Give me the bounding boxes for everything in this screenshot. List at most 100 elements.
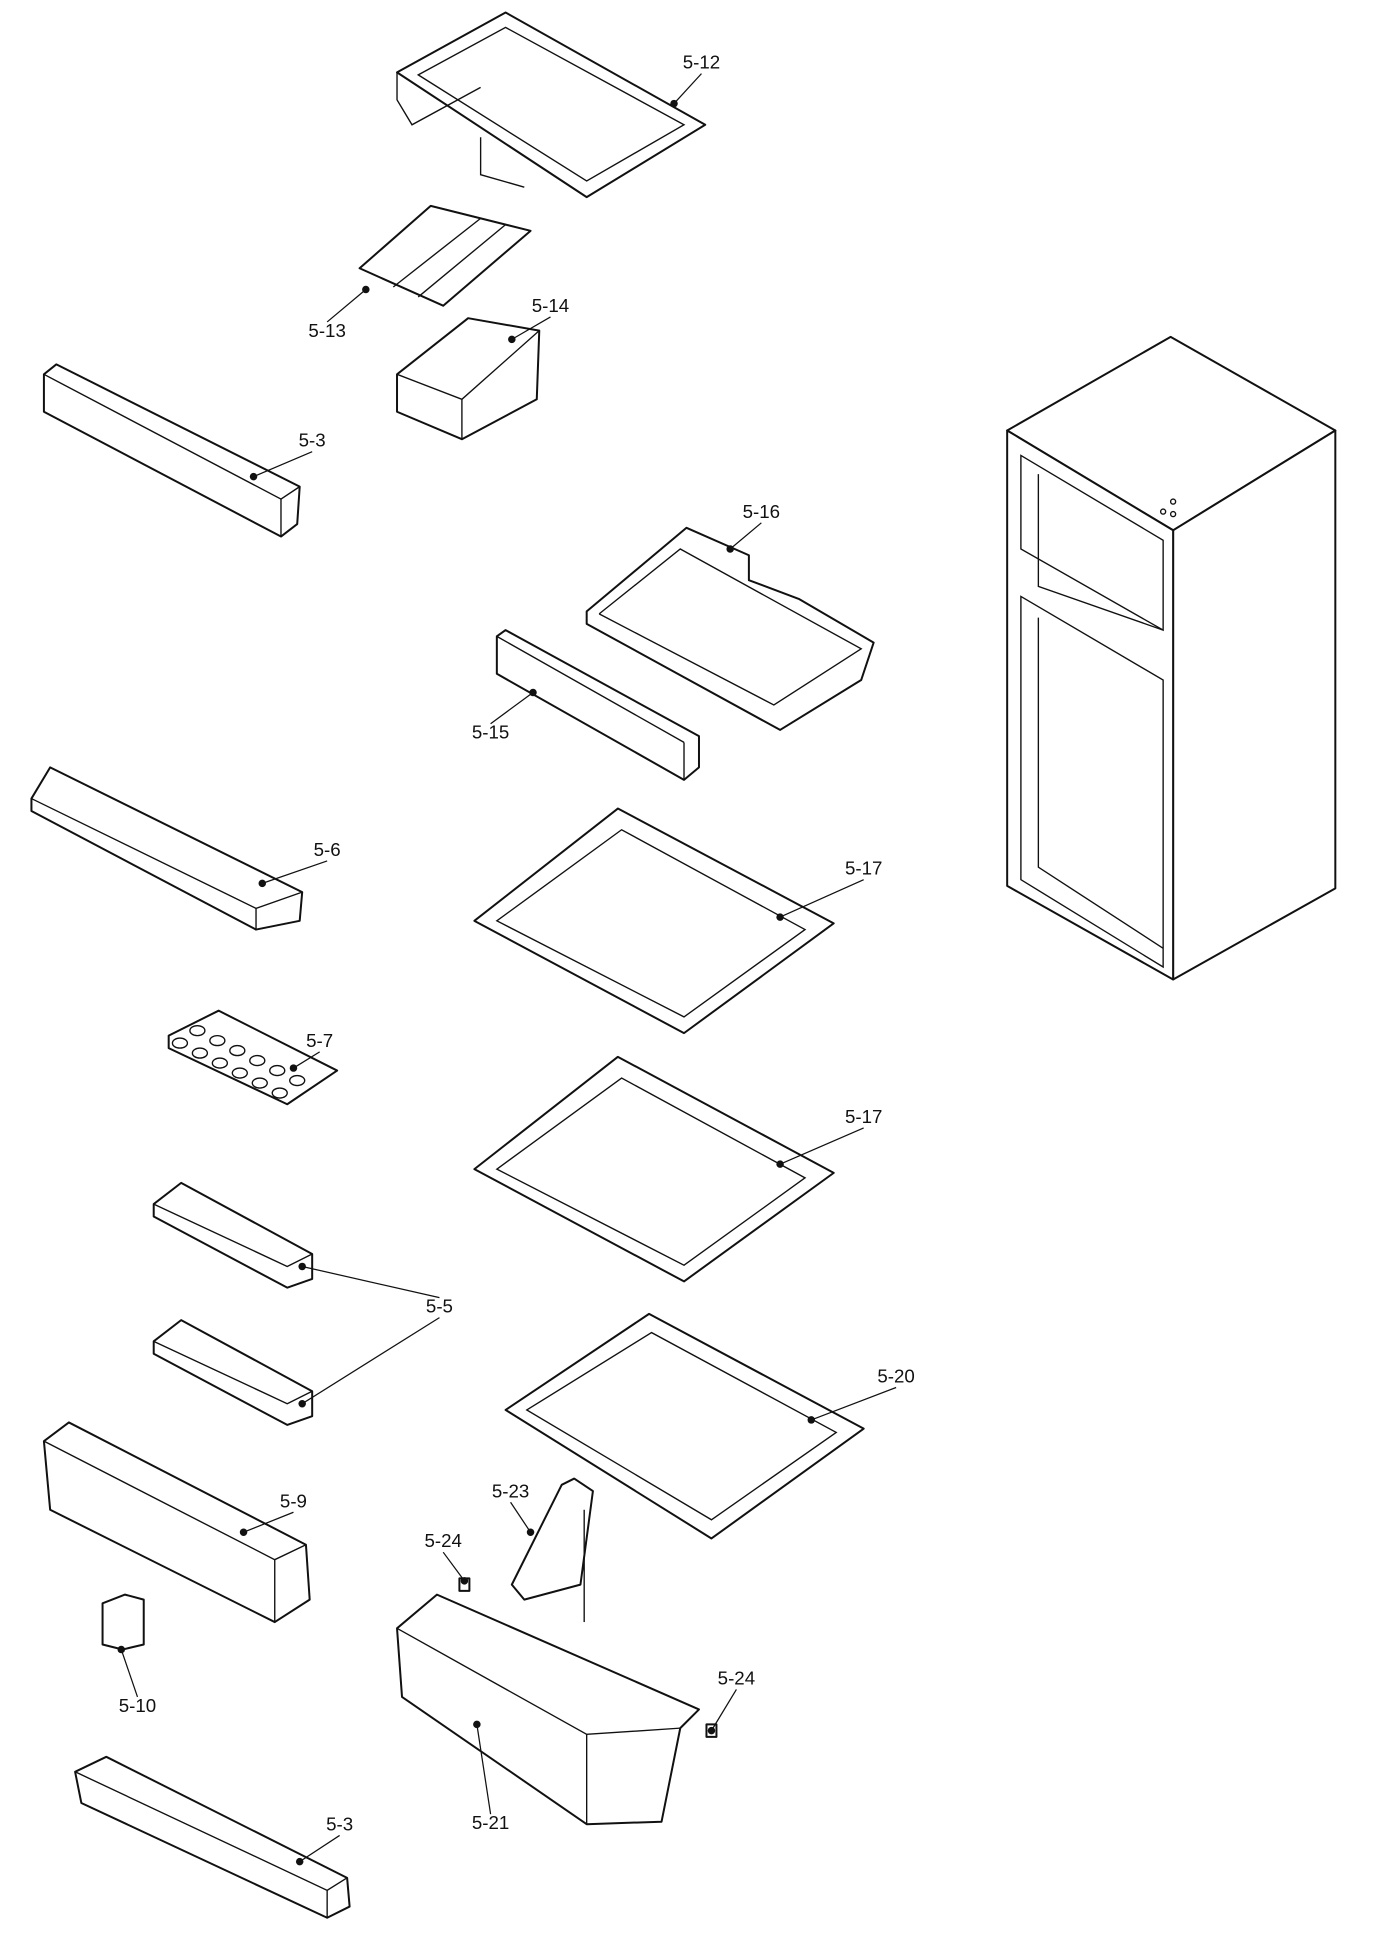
callout-5-13: 5-13: [308, 285, 370, 341]
part-number-label: 5-15: [472, 722, 509, 743]
leader-dot: [249, 472, 258, 481]
callout-5-16: 5-16: [726, 501, 780, 553]
part-number-label: 5-5: [426, 1296, 453, 1317]
egg-cup: [191, 1047, 209, 1059]
leader-line: [299, 1834, 340, 1863]
leader-dot: [460, 1577, 469, 1585]
leader-line: [326, 288, 367, 323]
leader-line: [710, 1689, 737, 1731]
leader-dot: [298, 1399, 306, 1408]
part-number-label: 5-3: [299, 430, 326, 451]
leader-dot: [117, 1645, 126, 1654]
leader-dot: [258, 879, 267, 888]
part-number-label: 5-6: [314, 839, 341, 860]
part-5-5-door-pocket-a: [152, 1181, 314, 1289]
part-number-label: 5-16: [743, 501, 780, 522]
leader-dot: [726, 545, 734, 553]
part-number-label: 5-3: [326, 1813, 353, 1834]
leader-dot: [776, 913, 784, 921]
part-5-14-ice-bin: [396, 317, 541, 441]
part-number-label: 5-14: [532, 295, 569, 316]
leader-line: [120, 1649, 139, 1698]
egg-cup: [171, 1037, 189, 1049]
egg-cup: [209, 1034, 226, 1047]
egg-cup: [231, 1067, 248, 1079]
part-5-3-door-pocket-top: [42, 363, 301, 538]
egg-cup: [189, 1024, 206, 1037]
leader-line: [302, 1265, 440, 1299]
part-5-20-crisper-cover: [504, 1312, 865, 1540]
leader-line: [510, 1501, 532, 1533]
leader-line: [779, 879, 864, 918]
leader-dot: [670, 99, 678, 108]
callout-5-3: 5-3: [295, 1813, 353, 1866]
leader-line: [673, 73, 702, 104]
part-5-17-glass-shelf-upper: [473, 807, 835, 1035]
part-number-label: 5-23: [492, 1480, 529, 1501]
leader-dot: [807, 1416, 816, 1424]
leader-line: [262, 860, 328, 884]
leader-line: [511, 316, 551, 340]
part-5-3-door-pocket-bottom: [74, 1755, 351, 1919]
part-5-9-bottle-pocket: [42, 1421, 311, 1624]
callout-5-15: 5-15: [472, 688, 537, 743]
part-number-label: 5-9: [280, 1490, 307, 1511]
part-5-16-drawer: [585, 526, 875, 731]
leader-line: [490, 691, 534, 725]
egg-cup: [271, 1087, 288, 1099]
part-number-label: 5-24: [718, 1667, 755, 1688]
leader-line: [293, 1051, 320, 1069]
leader-dot: [529, 688, 537, 697]
leader-line: [301, 1317, 440, 1405]
leader-dot: [239, 1528, 248, 1536]
callout-5-3: 5-3: [249, 430, 326, 481]
leader-dot: [776, 1160, 784, 1168]
callout-5-9: 5-9: [239, 1490, 307, 1536]
part-number-label: 5-24: [424, 1530, 461, 1551]
egg-cup: [249, 1054, 266, 1067]
leader-line: [253, 451, 313, 478]
part-5-10-stopper: [101, 1593, 145, 1651]
egg-cup: [229, 1044, 246, 1057]
part-5-6-door-pocket: [30, 766, 304, 931]
part-5-5-door-pocket-b: [152, 1319, 314, 1426]
callout-5-14: 5-14: [508, 295, 569, 344]
callout-5-20: 5-20: [807, 1365, 915, 1424]
callout-5-24: 5-24: [707, 1667, 755, 1735]
part-number-label: 5-17: [845, 1106, 882, 1127]
egg-cup: [211, 1057, 229, 1069]
leader-dot: [289, 1064, 298, 1072]
part-number-label: 5-17: [845, 858, 882, 879]
callout-5-23: 5-23: [492, 1480, 535, 1536]
callout-5-12: 5-12: [670, 52, 720, 108]
callout-5-21: 5-21: [472, 1720, 509, 1833]
part-number-label: 5-10: [119, 1695, 156, 1716]
leader-dot: [526, 1528, 535, 1536]
part-number-label: 5-7: [306, 1030, 333, 1051]
leader-line: [243, 1511, 294, 1533]
part-5-7-egg-tray: [167, 1009, 339, 1106]
egg-cup: [251, 1077, 268, 1089]
part-5-12-freezer-shelf: [396, 11, 707, 199]
egg-cup: [289, 1074, 306, 1087]
leader-dot: [362, 285, 370, 294]
callout-5-10: 5-10: [117, 1645, 156, 1716]
callout-5-17: 5-17: [776, 1106, 882, 1168]
egg-cup: [269, 1064, 286, 1077]
part-number-label: 5-12: [683, 52, 720, 73]
leader-line: [442, 1551, 465, 1582]
callout-5-6: 5-6: [258, 839, 341, 888]
leader-dot: [508, 335, 516, 344]
callout-5-17: 5-17: [776, 858, 882, 921]
callout-5-24: 5-24: [424, 1530, 469, 1585]
leader-line: [729, 522, 762, 550]
refrigerator-cabinet: [1006, 335, 1337, 981]
callout-5-5: 5-5: [298, 1262, 453, 1408]
part-5-13-ice-tray: [358, 204, 532, 307]
part-5-15-drawer-cover: [495, 629, 700, 781]
part-5-21-crisper: [396, 1593, 700, 1826]
leader-line: [811, 1386, 897, 1421]
part-number-label: 5-20: [877, 1365, 914, 1386]
part-number-label: 5-13: [308, 320, 345, 341]
